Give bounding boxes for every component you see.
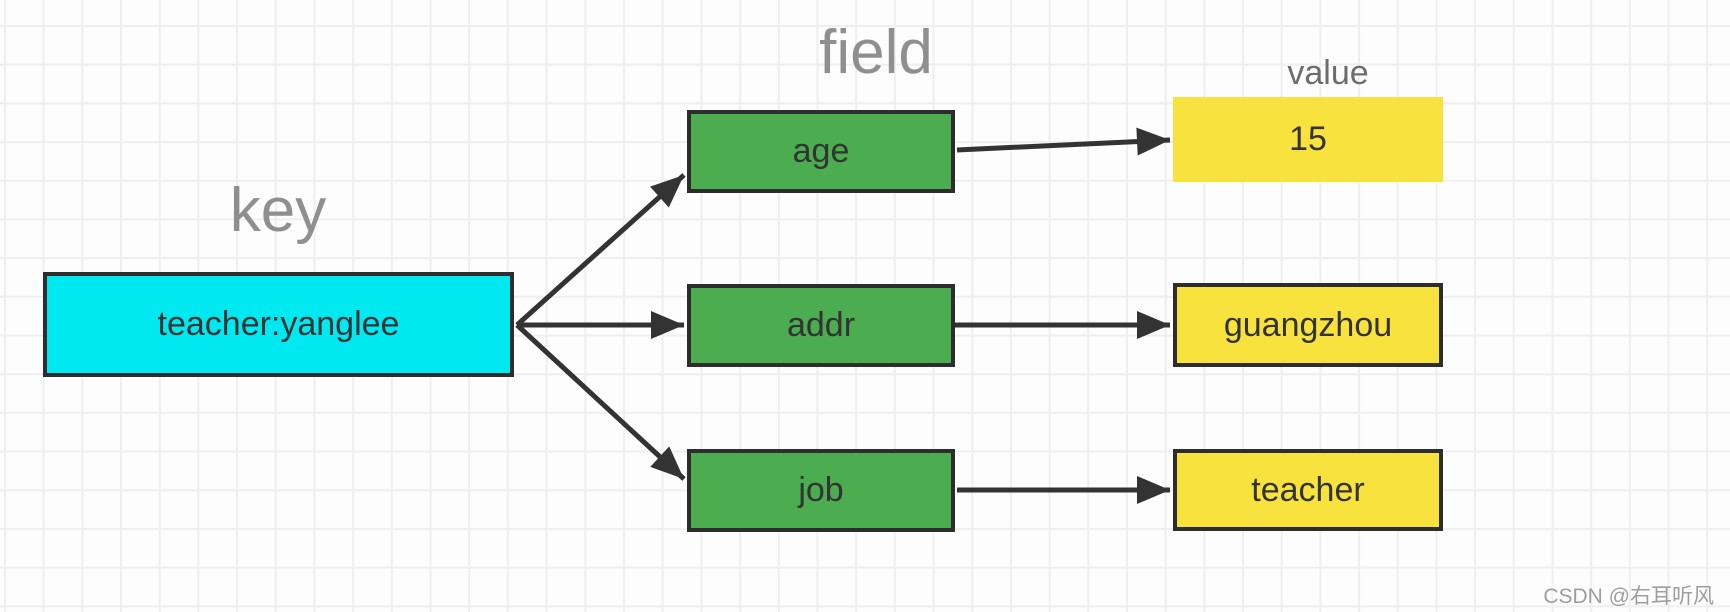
value-node-age: 15 [1173, 97, 1443, 182]
value-node-job: teacher [1173, 449, 1443, 531]
field-node-addr-label: addr [786, 306, 856, 344]
field-node-job: job [687, 449, 955, 532]
key-node: teacher:yanglee [43, 272, 514, 377]
value-column-label: value [1287, 54, 1369, 92]
watermark: CSDN @右耳听风 [1543, 585, 1714, 608]
value-node-addr-label: guangzhou [1223, 305, 1393, 344]
value-node-addr: guangzhou [1173, 283, 1443, 367]
field-node-addr: addr [687, 284, 955, 367]
value-node-age-label: 15 [1289, 120, 1327, 158]
arrow-key-to-job [515, 323, 686, 481]
field-node-age: age [687, 110, 955, 193]
field-column-label: field [819, 18, 933, 87]
field-node-age-label: age [792, 132, 850, 170]
arrow-age-to-value [956, 127, 1171, 156]
arrow-key-to-age [515, 173, 686, 327]
key-column-label: key [229, 176, 327, 245]
field-node-job-label: job [798, 471, 844, 509]
value-node-job-label: teacher [1251, 470, 1365, 509]
key-node-label: teacher:yanglee [157, 305, 400, 343]
